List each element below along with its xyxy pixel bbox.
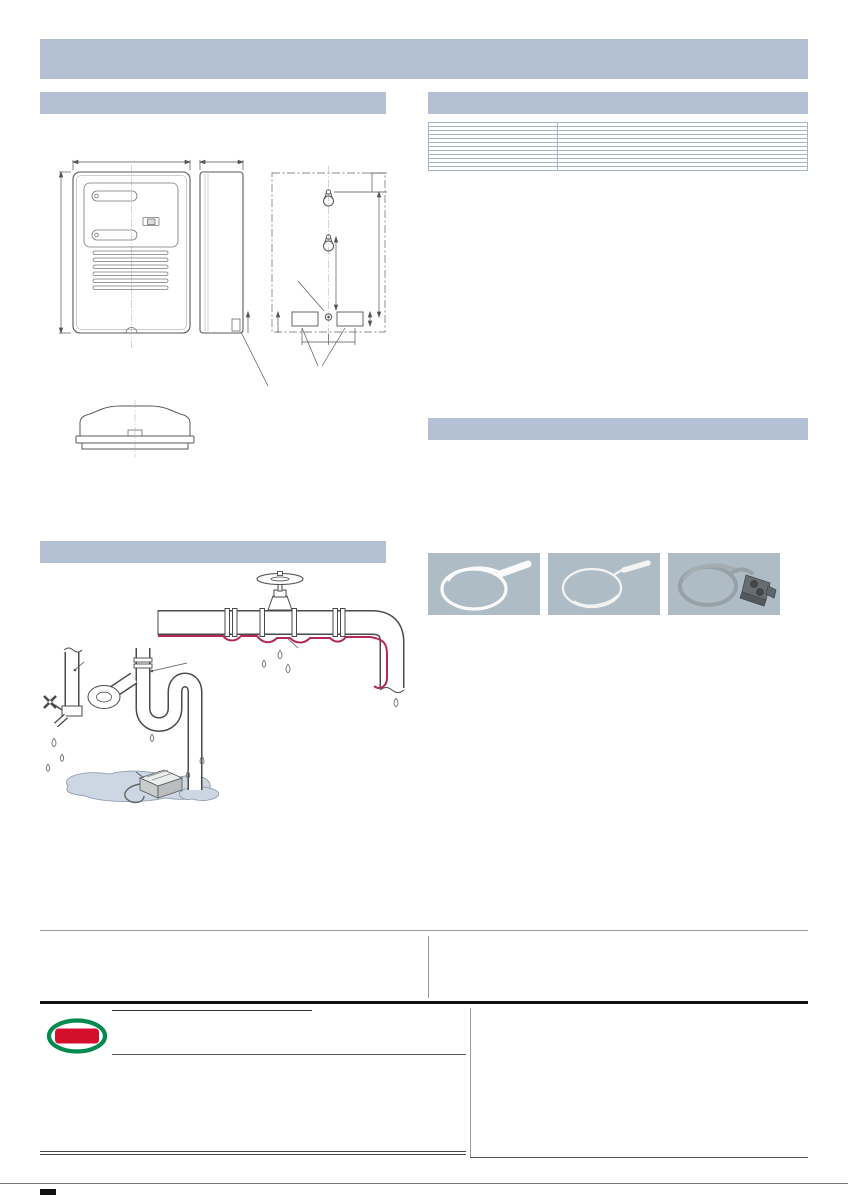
front-panel: [83, 182, 179, 248]
dim-lines-front: [58, 159, 192, 335]
office: [252, 1106, 358, 1117]
option-item-1: [428, 449, 546, 450]
office: [252, 1129, 358, 1140]
section-dimensions-header: [40, 92, 386, 114]
dealer-box-rule: [470, 1157, 808, 1158]
qa-notice: [40, 936, 424, 980]
keyholes: [291, 189, 364, 327]
office: [40, 1095, 146, 1106]
flat-sensor-image: [561, 560, 651, 609]
office: [252, 1140, 358, 1151]
page-bottom-rule: [0, 1183, 848, 1184]
catalog-footnote: [40, 1168, 808, 1179]
takex-logo: [46, 1018, 108, 1054]
drain-pipe: [133, 648, 203, 790]
side-view-outline: [199, 171, 244, 334]
dimension-drawing: [58, 159, 387, 457]
office: [146, 1140, 252, 1151]
office: [358, 1118, 464, 1129]
company-url[interactable]: [40, 1151, 466, 1155]
section-specs-header: [428, 92, 808, 114]
office: [40, 1084, 146, 1095]
water-drops: [45, 649, 399, 780]
main-pipe: [157, 608, 405, 693]
lead-wire-sensor-line: [158, 635, 388, 689]
lead-sensor-image: [440, 560, 532, 611]
spec-table: [428, 122, 808, 171]
label-leaders: [73, 637, 299, 779]
page-title-bar: [40, 39, 808, 79]
point-sensor-box: [124, 769, 184, 804]
office: [146, 1084, 252, 1095]
office: [146, 1118, 252, 1129]
footer-thick-rule: [40, 1001, 808, 1004]
office: [358, 1095, 464, 1106]
office: [40, 1106, 146, 1117]
office: [146, 1129, 252, 1140]
water-pipe: [43, 647, 138, 728]
section-options-header: [428, 418, 808, 440]
notice-divider: [428, 936, 429, 998]
office: [358, 1084, 464, 1095]
option-photo-lead-sensor: [428, 553, 540, 615]
office: [146, 1106, 252, 1117]
dim-lines-mount: [240, 172, 387, 387]
office: [40, 1140, 146, 1151]
section-layout-header: [40, 541, 386, 563]
office: [358, 1106, 464, 1117]
page-title: [40, 39, 808, 44]
print-mark: [40, 1189, 56, 1195]
sensor-layout-drawing: [43, 571, 405, 804]
option-item-2: [548, 449, 666, 450]
point-sensor-image: [678, 563, 777, 607]
office: [146, 1095, 252, 1106]
option-photo-flat-sensor: [548, 553, 660, 615]
office: [252, 1095, 358, 1106]
dim-lines-side: [198, 159, 245, 170]
office: [40, 1118, 146, 1129]
valve: [256, 571, 304, 611]
office: [358, 1129, 464, 1140]
front-vents: [92, 250, 169, 334]
notice-top-rule: [40, 930, 808, 931]
option-photo-point-sensor: [668, 553, 780, 615]
office-list: [40, 1084, 466, 1151]
office: [252, 1084, 358, 1095]
table-row: [428, 166, 808, 171]
option-item-3: [668, 449, 798, 450]
office: [40, 1129, 146, 1140]
dealer-divider: [470, 1008, 471, 1158]
company-name-underline: [112, 1054, 466, 1055]
office: [252, 1118, 358, 1129]
company-group: [112, 1008, 312, 1011]
